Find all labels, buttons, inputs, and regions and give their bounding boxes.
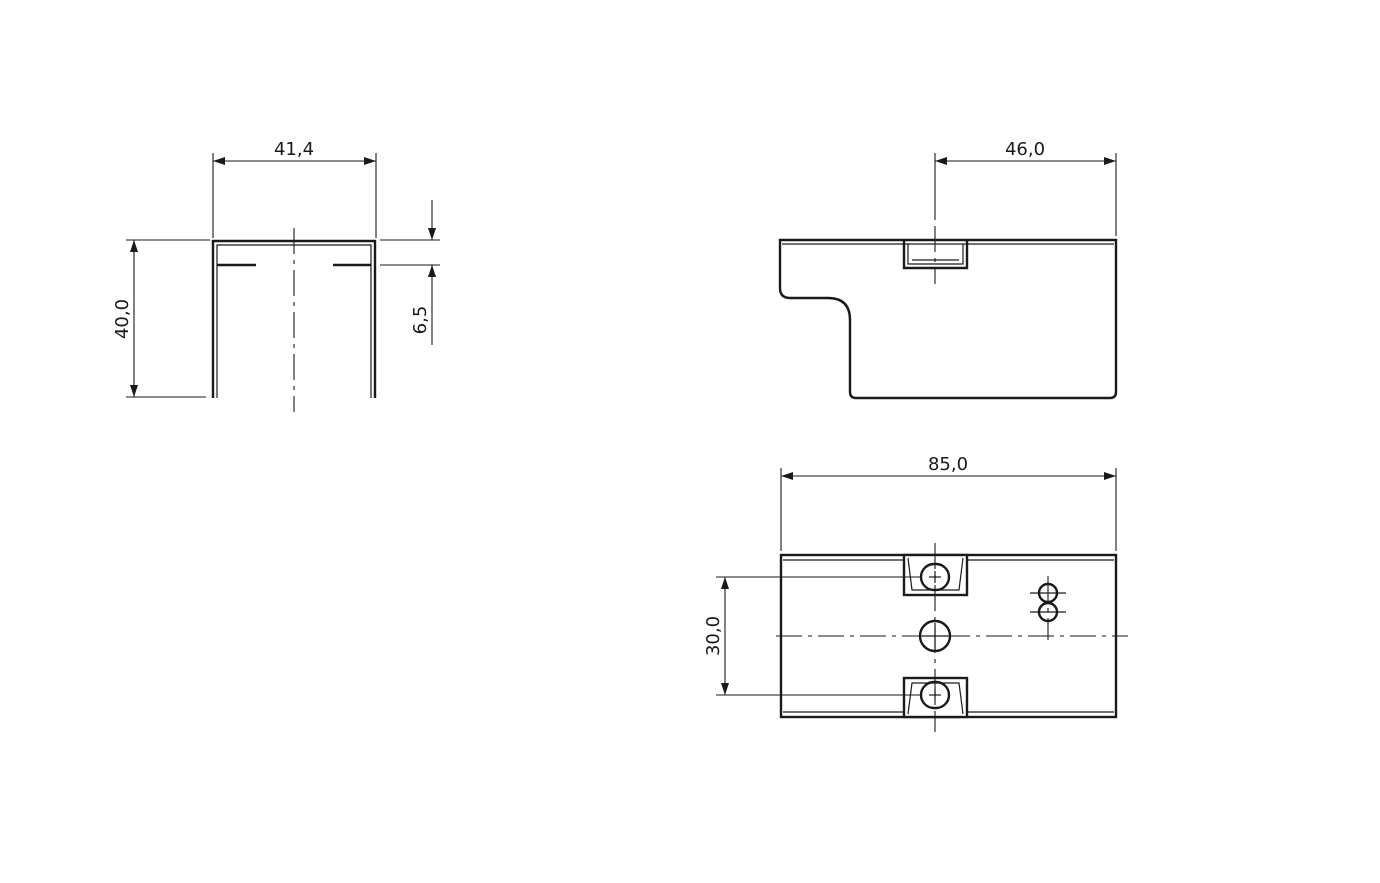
top-hole-spacing-label: 30,0: [703, 616, 724, 656]
side-view: 46,0: [778, 139, 1118, 400]
dimension-front-flange: 6,5: [380, 200, 440, 345]
front-width-label: 41,4: [274, 139, 314, 160]
front-flange-label: 6,5: [410, 306, 431, 335]
dimension-front-height: 40,0: [112, 239, 210, 398]
dimension-front-width: 41,4: [212, 139, 377, 238]
dimension-side-offset: 46,0: [934, 139, 1117, 236]
top-view: 85,0 30,0: [703, 454, 1128, 732]
side-offset-label: 46,0: [1005, 139, 1045, 160]
front-height-label: 40,0: [112, 299, 133, 339]
dimension-top-hole-spacing: 30,0: [703, 576, 921, 696]
front-view: 41,4 40,0 6,5: [112, 139, 440, 412]
top-length-label: 85,0: [928, 454, 968, 475]
small-holes: [1030, 576, 1066, 640]
dimension-top-length: 85,0: [780, 454, 1117, 551]
